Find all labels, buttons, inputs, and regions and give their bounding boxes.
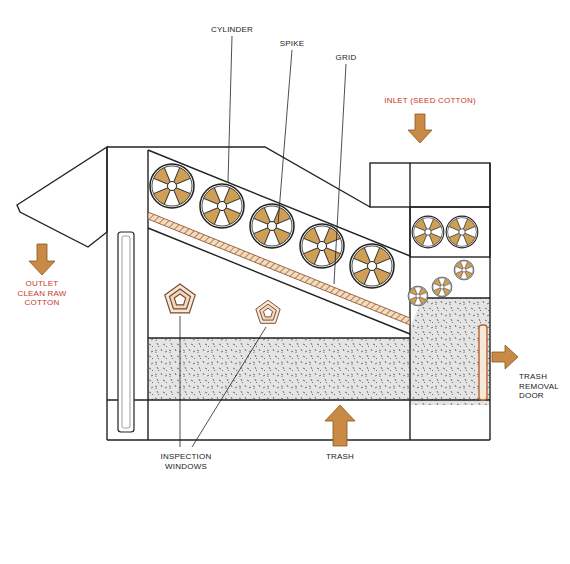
flow-label: INLET (SEED COTTON) [370, 96, 490, 106]
housing [107, 147, 490, 440]
inspection-window [165, 284, 195, 313]
leader-line [180, 36, 346, 447]
cylinder-rotors [146, 160, 481, 308]
sight-glass [118, 232, 134, 432]
sight-glass [122, 236, 130, 428]
inspection-window [256, 300, 280, 323]
flow-label: TRASH [315, 452, 365, 462]
part-label: INSPECTION WINDOWS [148, 452, 224, 471]
flow-label: OUTLET CLEAN RAW COTTON [11, 279, 73, 308]
flow-arrow [29, 114, 518, 446]
trash-chamber [148, 338, 410, 400]
outlet-chute [17, 147, 107, 247]
removal-door [479, 325, 487, 400]
part-label: CYLINDER [197, 25, 267, 35]
part-label: SPIKE [267, 39, 317, 49]
part-label: TRASH REMOVAL DOOR [519, 372, 565, 401]
trash-chamber [410, 298, 490, 405]
part-label: GRID [326, 53, 366, 63]
